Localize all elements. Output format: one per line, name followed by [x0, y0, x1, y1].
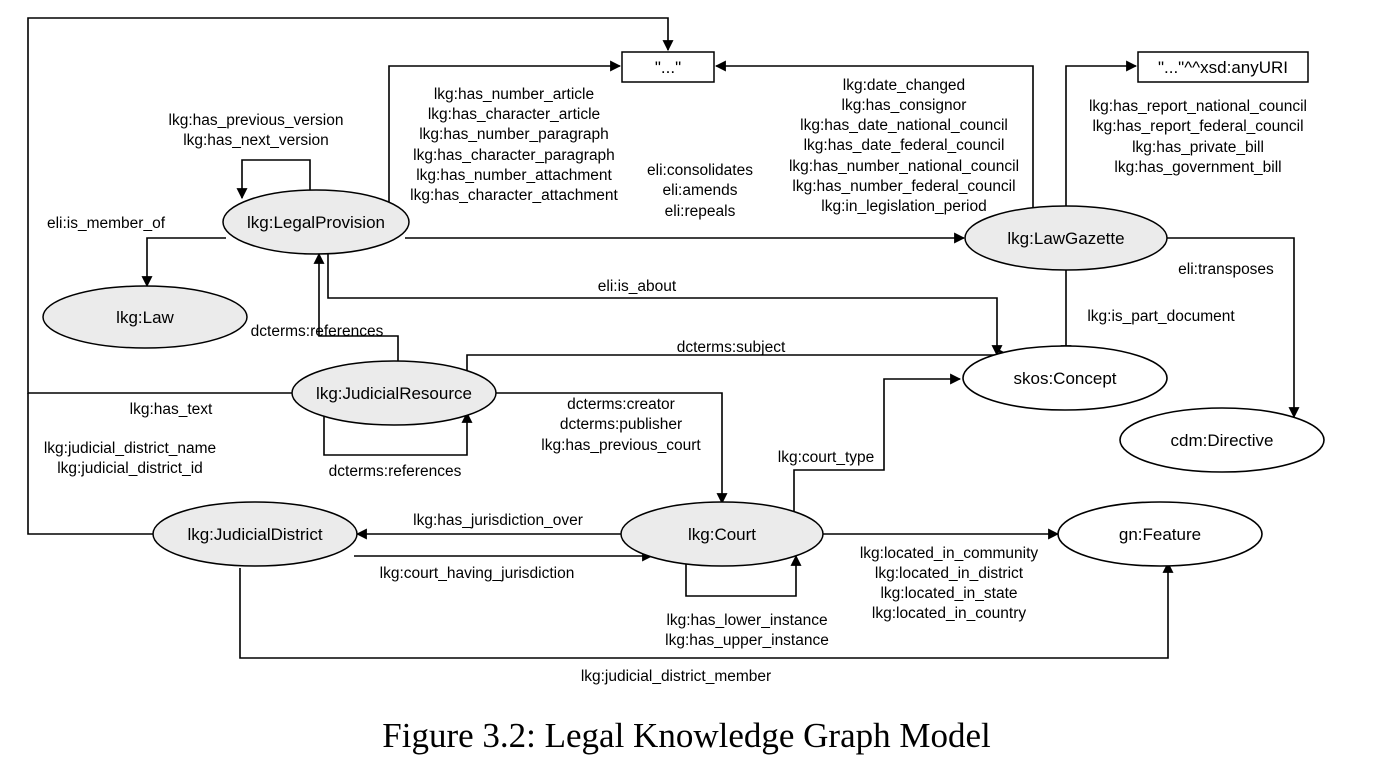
label-is-member-of: eli:is_member_of — [47, 215, 166, 232]
node-skos-concept-label: skos:Concept — [1014, 369, 1117, 388]
node-anyuri-label: "..."^^xsd:anyURI — [1158, 58, 1288, 77]
node-feature: gn:Feature — [1057, 501, 1263, 567]
edge-instance-loop — [685, 554, 802, 597]
label-references-provision: dcterms:references — [251, 323, 384, 340]
label-gazette-uri-0: lkg:has_report_national_council — [1089, 98, 1307, 115]
edge-district-literal — [27, 393, 155, 535]
label-court-feature-0: lkg:located_in_community — [860, 545, 1039, 562]
label-provision-literal-2: lkg:has_number_paragraph — [419, 126, 609, 143]
label-provision-literal-5: lkg:has_character_attachment — [410, 187, 618, 204]
edge-provision-literal — [388, 60, 622, 208]
node-law-gazette: lkg:LawGazette — [964, 205, 1168, 271]
label-is-part-document: lkg:is_part_document — [1087, 308, 1235, 325]
edge-has-text — [27, 17, 674, 394]
node-literal: "..." — [621, 51, 715, 83]
label-instance-0: lkg:has_lower_instance — [666, 612, 827, 629]
label-version-0: lkg:has_previous_version — [169, 112, 344, 129]
node-legal-provision-label: lkg:LegalProvision — [247, 213, 385, 232]
label-provision-gazette-2: eli:repeals — [665, 203, 736, 220]
edge-references-loop — [323, 411, 473, 456]
label-provision-literal-3: lkg:has_character_paragraph — [413, 147, 615, 164]
label-gazette-literal-4: lkg:has_number_national_council — [789, 158, 1019, 175]
label-gazette-literal-2: lkg:has_date_national_council — [800, 117, 1008, 134]
label-court-having-jurisdiction: lkg:court_having_jurisdiction — [380, 565, 575, 582]
node-skos-concept: skos:Concept — [962, 345, 1168, 411]
label-district-literal-1: lkg:judicial_district_id — [57, 460, 203, 477]
label-gazette-uri-2: lkg:has_private_bill — [1132, 139, 1264, 156]
edge-court-type — [793, 373, 962, 512]
label-court-feature-3: lkg:located_in_country — [872, 605, 1026, 622]
node-legal-provision: lkg:LegalProvision — [222, 189, 410, 255]
label-is-about: eli:is_about — [598, 278, 677, 295]
node-anyuri: "..."^^xsd:anyURI — [1137, 51, 1309, 83]
label-has-jurisdiction-over: lkg:has_jurisdiction_over — [413, 512, 583, 529]
figure-caption: Figure 3.2: Legal Knowledge Graph Model — [382, 716, 991, 755]
edge-transposes — [1160, 237, 1300, 419]
edge-labels: lkg:has_previous_version lkg:has_next_ve… — [44, 77, 1307, 685]
edge-gazette-uri — [1065, 60, 1138, 228]
label-gazette-uri-1: lkg:has_report_federal_council — [1092, 118, 1303, 135]
node-judicial-district-label: lkg:JudicialDistrict — [187, 525, 322, 544]
label-provision-literal-1: lkg:has_character_article — [428, 106, 600, 123]
label-provision-literal-4: lkg:has_number_attachment — [416, 167, 612, 184]
node-directive: cdm:Directive — [1119, 407, 1325, 473]
edge-is-about — [327, 254, 1003, 357]
label-resource-court-2: lkg:has_previous_court — [541, 437, 701, 454]
node-feature-label: gn:Feature — [1119, 525, 1201, 544]
label-gazette-literal-3: lkg:has_date_federal_council — [804, 137, 1005, 154]
label-gazette-uri-3: lkg:has_government_bill — [1114, 159, 1281, 176]
label-gazette-literal-0: lkg:date_changed — [843, 77, 965, 94]
node-literal-label: "..." — [655, 58, 681, 77]
node-law: lkg:Law — [42, 285, 248, 349]
label-transposes: eli:transposes — [1178, 261, 1274, 278]
label-court-type: lkg:court_type — [778, 449, 875, 466]
label-gazette-literal-1: lkg:has_consignor — [842, 97, 967, 114]
label-judicial-district-member: lkg:judicial_district_member — [581, 668, 771, 685]
label-gazette-literal-6: lkg:in_legislation_period — [821, 198, 986, 215]
label-provision-literal-0: lkg:has_number_article — [434, 86, 594, 103]
label-court-feature-1: lkg:located_in_district — [875, 565, 1024, 582]
label-provision-gazette-0: eli:consolidates — [647, 162, 753, 179]
edge-version-loop — [236, 159, 311, 200]
label-provision-gazette-1: eli:amends — [663, 182, 738, 199]
edge-is-member-of — [141, 237, 226, 288]
node-judicial-district: lkg:JudicialDistrict — [152, 501, 358, 567]
label-version-1: lkg:has_next_version — [183, 132, 329, 149]
node-directive-label: cdm:Directive — [1171, 431, 1274, 450]
nodes: "..." "..."^^xsd:anyURI lkg:LegalProvisi… — [42, 51, 1325, 567]
node-court-label: lkg:Court — [688, 525, 756, 544]
edge-resource-court — [496, 392, 728, 505]
node-judicial-resource-label: lkg:JudicialResource — [316, 384, 472, 403]
label-resource-court-0: dcterms:creator — [567, 396, 675, 413]
label-subject: dcterms:subject — [677, 339, 786, 356]
edge-judicial-district-member — [239, 561, 1174, 659]
node-law-gazette-label: lkg:LawGazette — [1007, 229, 1124, 248]
label-references-self: dcterms:references — [329, 463, 462, 480]
label-gazette-literal-5: lkg:has_number_federal_council — [792, 178, 1015, 195]
edges — [27, 17, 1300, 659]
label-resource-court-1: dcterms:publisher — [560, 416, 682, 433]
edge-references-provision — [313, 252, 399, 362]
label-has-text: lkg:has_text — [130, 401, 213, 418]
node-judicial-resource: lkg:JudicialResource — [291, 360, 497, 426]
edge-gazette-literal — [714, 60, 1034, 228]
label-court-feature-2: lkg:located_in_state — [880, 585, 1017, 602]
edge-subject — [466, 349, 1011, 374]
node-law-label: lkg:Law — [116, 308, 174, 327]
legal-knowledge-graph-diagram: "..." "..."^^xsd:anyURI lkg:LegalProvisi… — [27, 17, 1325, 685]
node-court: lkg:Court — [620, 501, 824, 567]
label-instance-1: lkg:has_upper_instance — [665, 632, 829, 649]
label-district-literal-0: lkg:judicial_district_name — [44, 440, 216, 457]
